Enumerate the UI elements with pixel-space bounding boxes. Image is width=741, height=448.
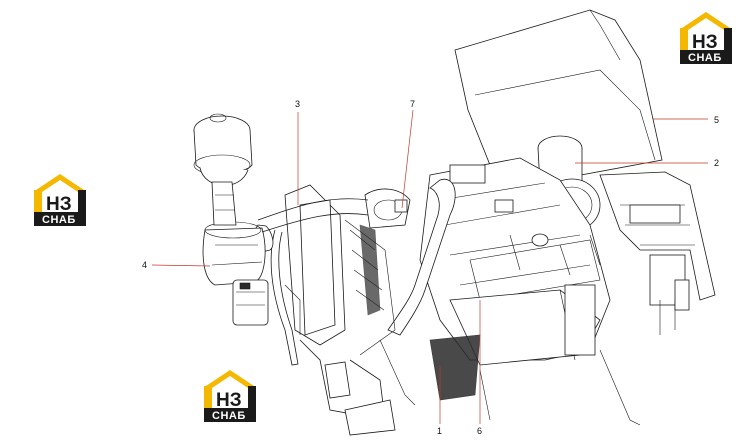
callout-1: 1 — [437, 426, 442, 436]
svg-text:СНАБ: СНАБ — [212, 410, 246, 422]
callout-2: 2 — [714, 158, 719, 168]
svg-text:СНАБ: СНАБ — [42, 214, 76, 226]
watermark-logo-top-right: НЗ СНАБ — [680, 12, 732, 64]
svg-text:НЗ: НЗ — [46, 194, 72, 215]
callout-7: 7 — [410, 99, 415, 109]
callout-6: 6 — [477, 426, 482, 436]
svg-text:НЗ: НЗ — [692, 32, 718, 53]
engine-assembly-drawing — [193, 9, 716, 436]
callout-labels: 5 2 3 7 4 1 6 — [142, 99, 719, 436]
callout-5: 5 — [714, 115, 719, 125]
svg-text:СНАБ: СНАБ — [688, 52, 722, 64]
leader-lines — [151, 109, 708, 424]
callout-3: 3 — [295, 99, 300, 109]
watermark-logo-bottom: НЗ СНАБ — [204, 370, 256, 422]
svg-text:НЗ: НЗ — [216, 390, 242, 411]
watermark-logo-left: НЗ СНАБ — [34, 174, 86, 226]
callout-4: 4 — [142, 260, 147, 270]
